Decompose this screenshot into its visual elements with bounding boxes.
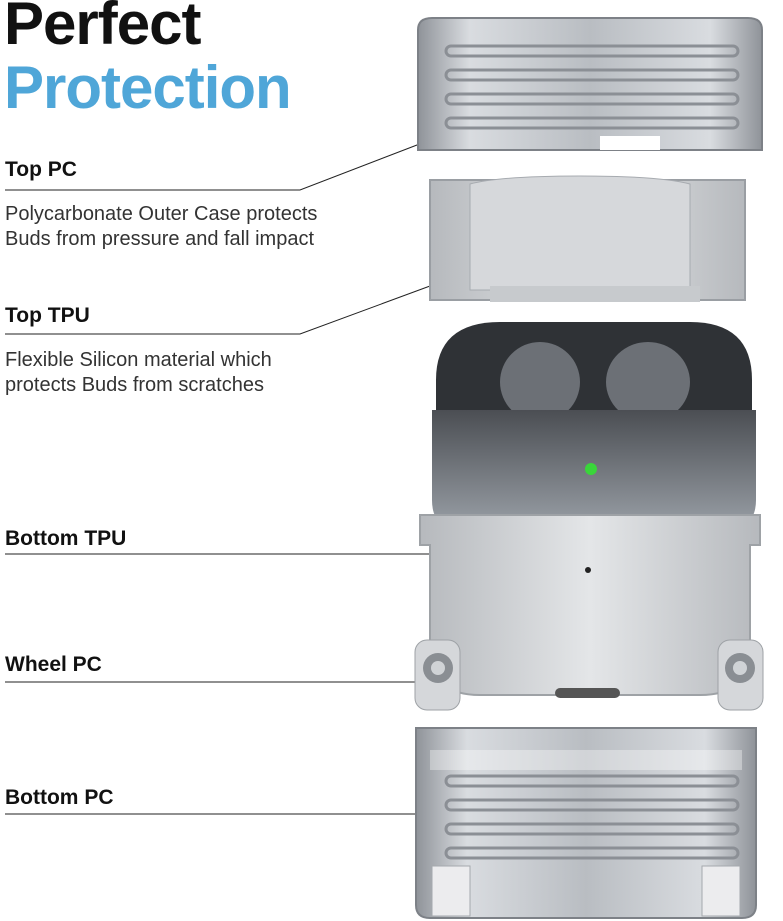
earbud-case	[432, 322, 756, 530]
wheel-pc-right	[717, 639, 764, 711]
title-line-2: Protection	[4, 54, 292, 121]
desc-top-pc: Polycarbonate Outer Case protects Buds f…	[5, 203, 318, 250]
leader-lines	[5, 139, 431, 815]
bottom-tpu-sleeve	[419, 514, 761, 698]
label-top-tpu: Top TPU	[5, 304, 90, 327]
top-tpu-sleeve	[429, 175, 746, 302]
desc-top-tpu: Flexible Silicon material which protects…	[5, 349, 272, 396]
wheel-pc-left	[414, 639, 461, 711]
label-top-pc: Top PC	[5, 158, 77, 181]
title-line-1: Perfect	[4, 0, 201, 57]
label-bottom-tpu: Bottom TPU	[5, 527, 127, 550]
top-pc-shell	[417, 17, 763, 151]
bottom-pc-shell	[415, 727, 757, 919]
status-led-icon	[585, 463, 597, 475]
label-wheel-pc: Wheel PC	[5, 653, 102, 676]
label-bottom-pc: Bottom PC	[5, 786, 114, 809]
